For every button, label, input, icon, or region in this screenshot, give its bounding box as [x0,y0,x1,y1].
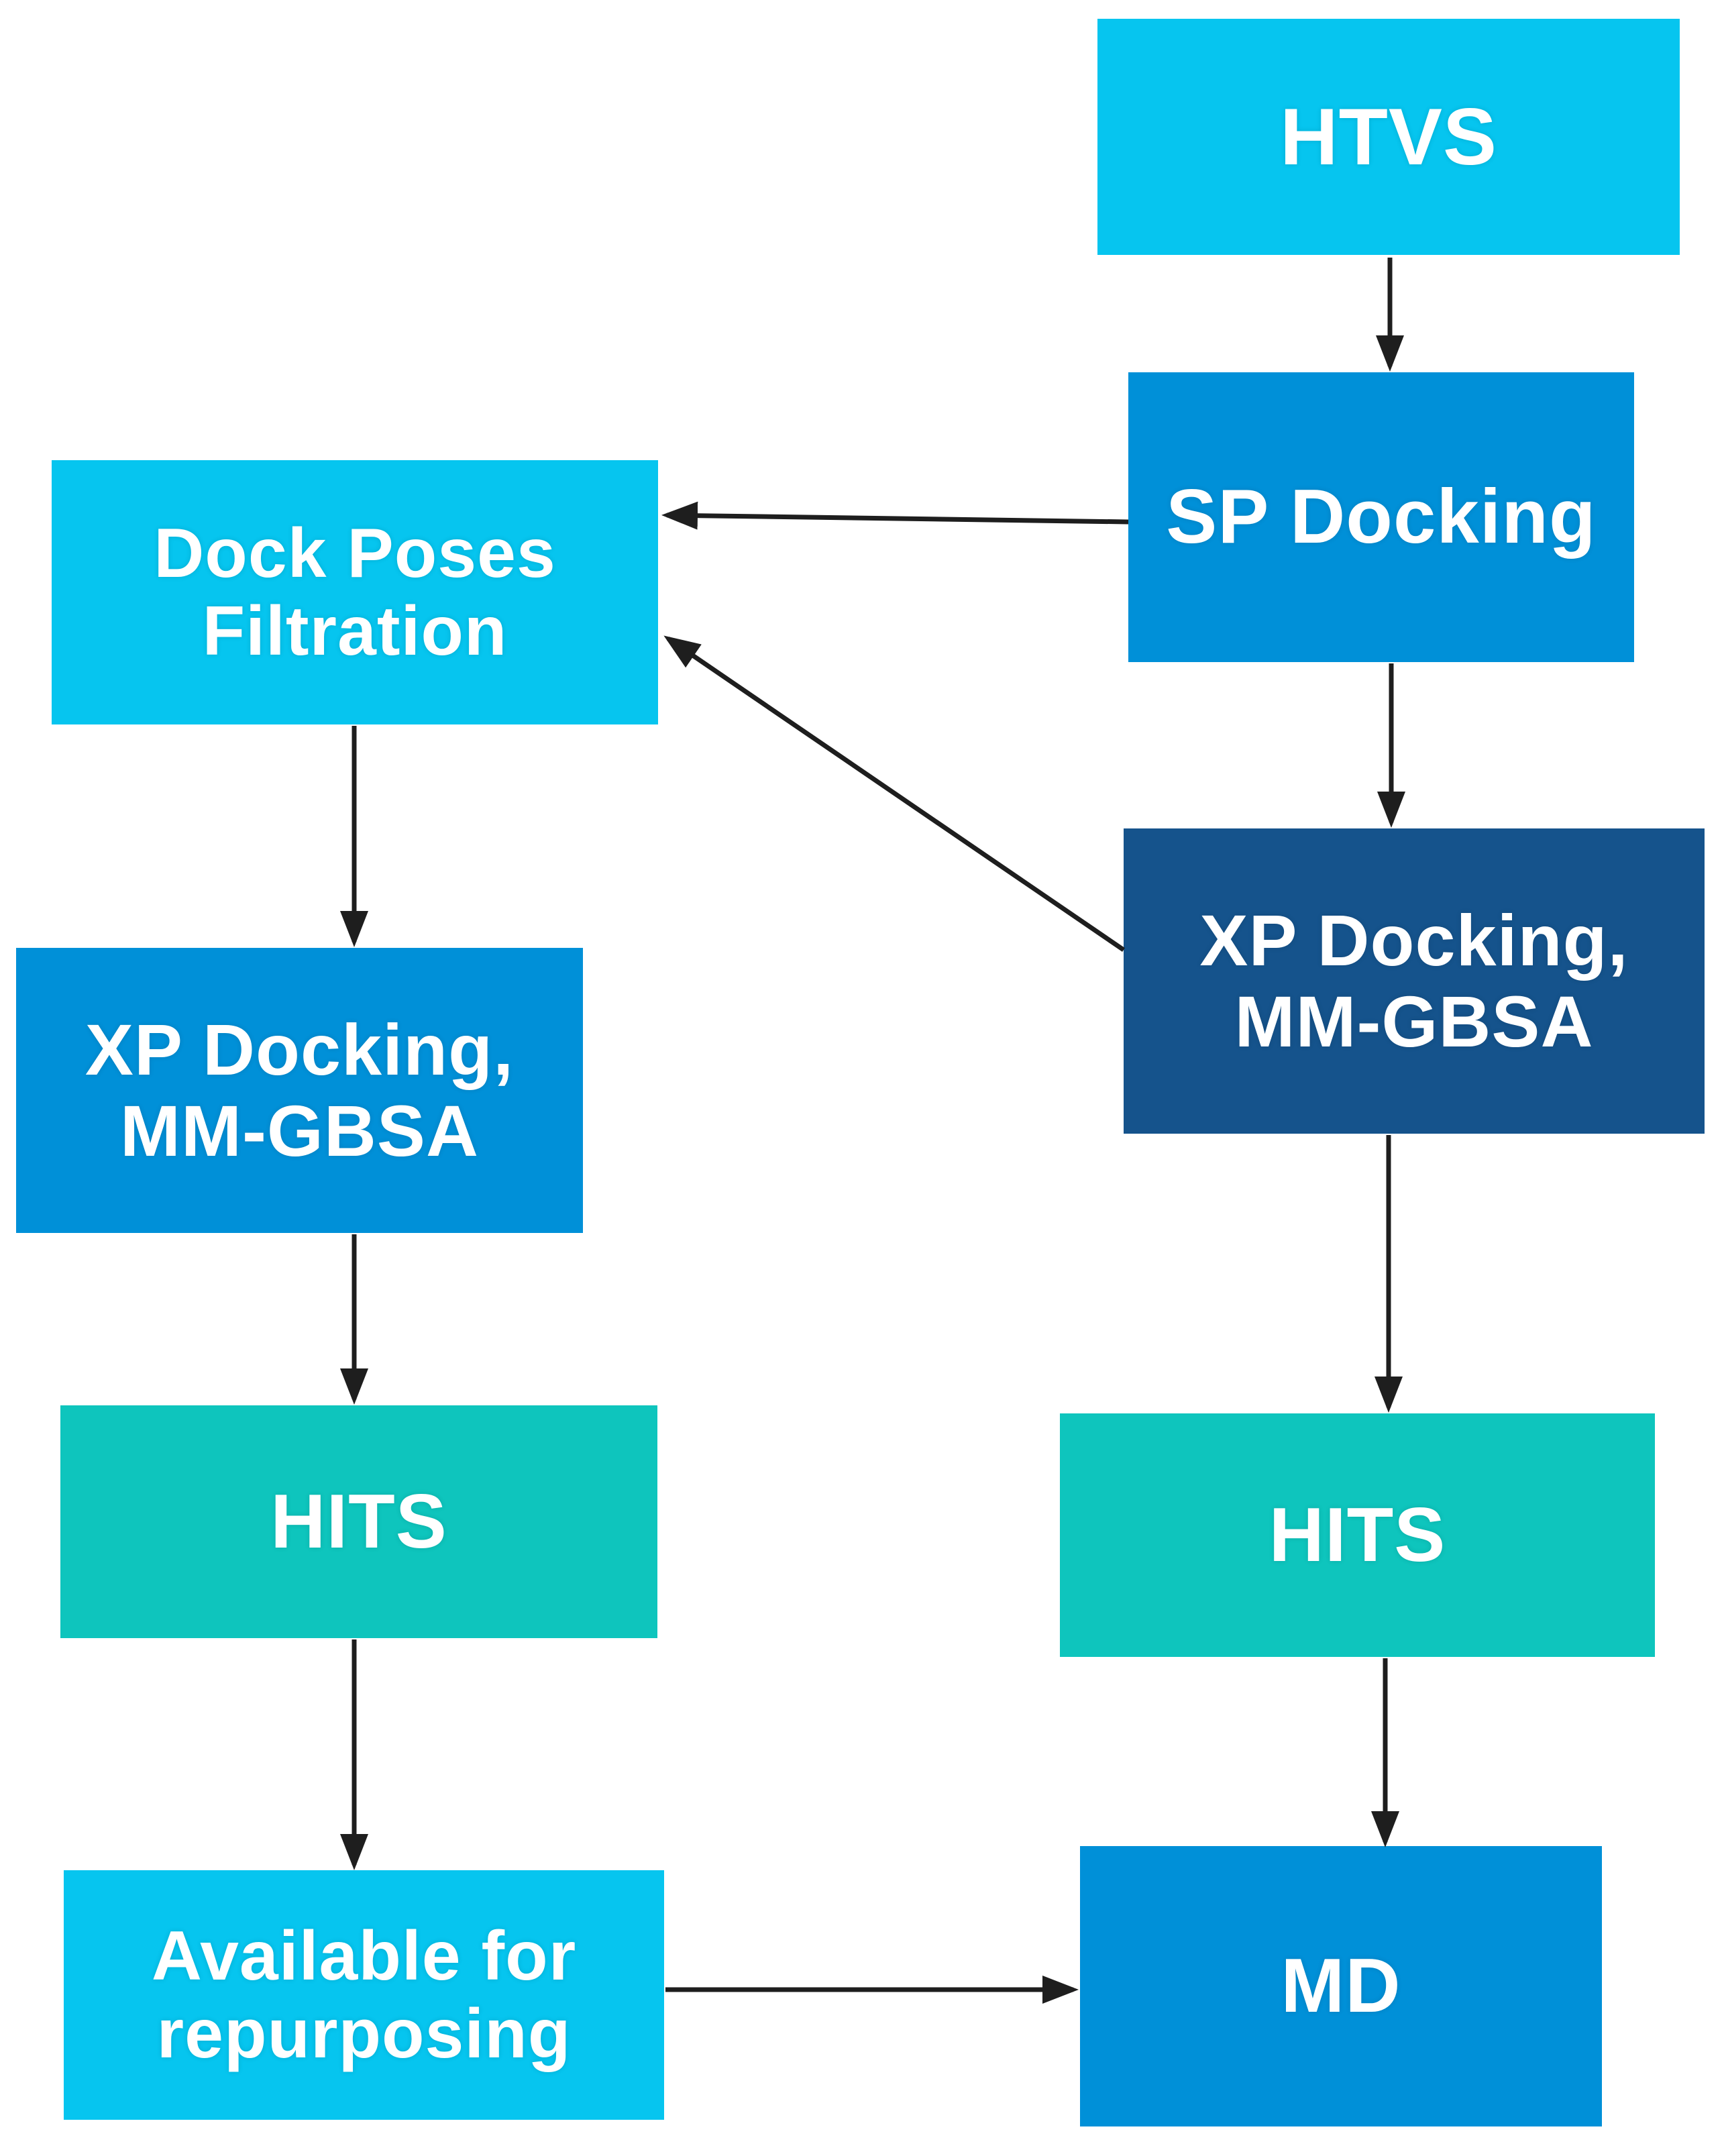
node-htvs: HTVS [1097,19,1680,255]
node-md: MD [1080,1846,1602,2126]
node-xp-docking-mm-gbsa-right: XP Docking, MM-GBSA [1124,828,1705,1134]
node-hits-left: HITS [60,1405,657,1638]
arrow-sp-docking-to-dock-poses-filtration [661,501,1129,530]
node-hits-right: HITS [1060,1413,1655,1657]
node-dock-poses-filtration: Dock Poses Filtration [52,460,658,724]
node-xp-docking-mm-gbsa-left: XP Docking, MM-GBSA [16,948,583,1233]
arrow-xp-right-to-dock-poses-filtration [663,635,1125,952]
node-sp-docking: SP Docking [1128,372,1634,662]
node-available-for-repurposing: Available for repurposing [64,1870,664,2120]
